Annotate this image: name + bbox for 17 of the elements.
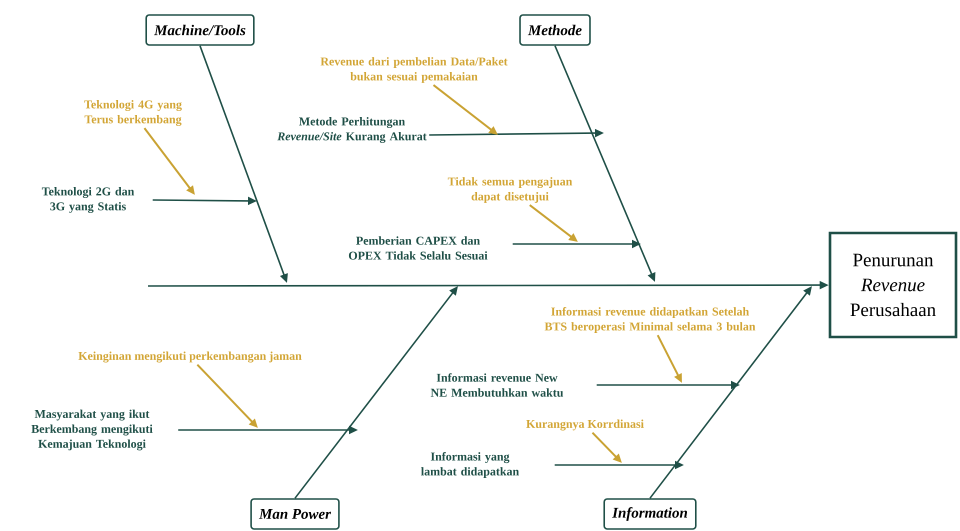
sub-cause-text: Tidak semua pengajuan dapat disetujui: [448, 177, 572, 203]
cause-text: Informasi yang lambat didapatkan: [421, 452, 519, 478]
cause-text: Informasi revenue New NE Membutuhkan waktu: [430, 373, 564, 397]
cause-text: Teknologi 2G dan 3G yang Statis: [42, 187, 134, 213]
cause-text: Masyarakat yang ikut Berkembang mengikuti Kemajuan Teknologi: [31, 410, 153, 450]
sub-cause-text: Teknologi 4G yang Terus berkembang: [84, 100, 182, 126]
category-box: Methode: [519, 14, 591, 46]
effect-box: Penurunan Revenue Perusahaan: [828, 232, 958, 338]
sub-cause-text: Kurangnya Korrdinasi: [526, 420, 644, 430]
category-box: Information: [603, 498, 697, 530]
cause-text: Pemberian CAPEX dan OPEX Tidak Selalu Sesuai: [348, 236, 488, 260]
sub-cause-text: Informasi revenue didapatkan Setelah BTS beroperasi Minimal selama 3 bulan: [544, 307, 756, 333]
sub-cause-text: Revenue dari pembelian Data/Paket bukan sesuai pemakaian: [320, 57, 508, 83]
sub-cause-text: Keinginan mengikuti perkembangan jaman: [78, 352, 302, 362]
cause-text: Metode Perhitungan Revenue/Site Kurang Akurat: [277, 117, 427, 143]
category-box: Machine/Tools: [145, 14, 255, 46]
category-box: Man Power: [250, 498, 340, 530]
